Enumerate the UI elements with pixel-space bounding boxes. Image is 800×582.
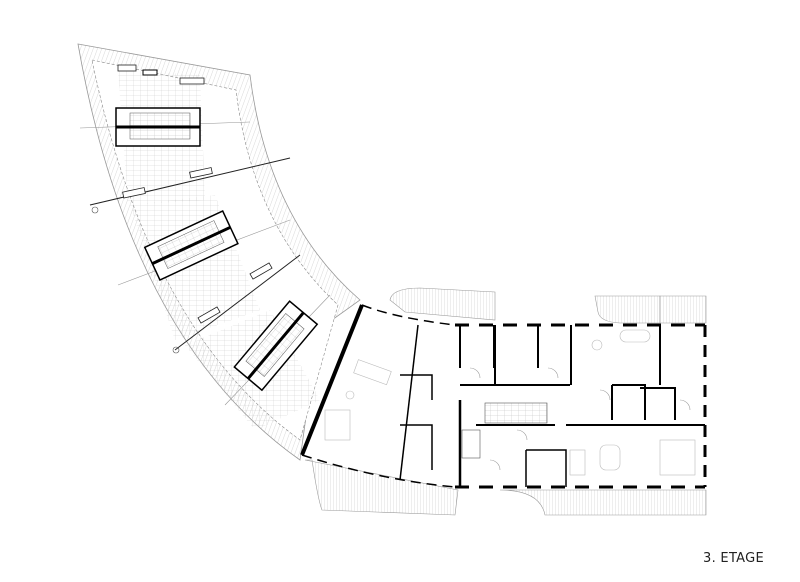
- stair-core-2: [143, 210, 239, 281]
- stair-core-3: [233, 300, 319, 392]
- curved-wing: [77, 43, 361, 461]
- floor-label: 3. ETAGE: [703, 551, 765, 566]
- apartment-block: [300, 287, 707, 516]
- stair-core-1: [115, 107, 201, 147]
